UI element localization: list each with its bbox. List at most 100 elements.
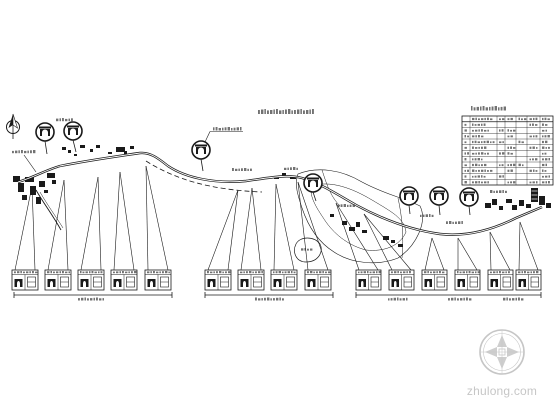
glyph-mark: [545, 158, 548, 161]
legend-cell-index: [464, 169, 469, 172]
glyph-mark: [502, 141, 504, 144]
glyph-mark: [68, 271, 70, 274]
glyph-mark: [313, 271, 315, 274]
glyph-mark: [475, 117, 477, 121]
portal-elevation-opening: [493, 281, 496, 287]
glyph-mark: [544, 117, 547, 121]
legend-cell-index: [464, 141, 467, 144]
tunnel-portal-icon: [35, 122, 55, 155]
glyph-mark: [494, 106, 497, 111]
portal-headwall: [195, 144, 207, 147]
glyph-mark: [18, 150, 20, 154]
legend-cell-remark: [542, 146, 550, 149]
leader-wedge-line: [335, 202, 379, 271]
glyph-mark: [499, 190, 502, 193]
glyph-mark: [455, 221, 457, 224]
chainage-label: [446, 221, 463, 224]
glyph-mark: [475, 147, 478, 149]
detail-box-caption: [358, 271, 381, 274]
glyph-mark: [475, 135, 477, 138]
glyph-mark: [102, 298, 104, 301]
portal-arch-opening: [466, 194, 472, 201]
glyph-mark: [545, 181, 547, 184]
glyph-mark: [100, 271, 103, 274]
glyph-mark: [536, 147, 538, 149]
glyph-mark: [284, 167, 287, 170]
glyph-mark: [312, 109, 314, 114]
leader-wedge-line: [145, 165, 169, 271]
building-block: [18, 183, 24, 192]
glyph-mark: [521, 271, 523, 274]
glyph-mark: [340, 204, 343, 207]
glyph-mark: [397, 297, 399, 301]
glyph-mark: [510, 181, 512, 184]
portal-arch-opening: [406, 193, 412, 200]
glyph-mark: [487, 129, 489, 132]
glyph-mark: [56, 271, 59, 274]
legend-cell-index: [464, 135, 469, 138]
glyph-mark: [474, 158, 477, 161]
glyph-mark: [515, 297, 517, 301]
legend-cell-unit: [499, 152, 505, 155]
glyph-mark: [452, 221, 454, 224]
building-block: [62, 147, 66, 150]
glyph-mark: [249, 271, 252, 274]
legend-cell-unit: [499, 129, 504, 132]
glyph-mark: [477, 175, 480, 178]
glyph-mark: [33, 150, 36, 154]
glyph-mark: [542, 123, 544, 126]
building-block: [130, 146, 134, 149]
glyph-mark: [225, 271, 227, 274]
glyph-mark: [457, 271, 459, 274]
glyph-mark: [481, 135, 484, 138]
glyph-mark: [293, 271, 296, 274]
glyph-mark: [477, 158, 480, 161]
glyph-mark: [542, 135, 544, 138]
glyph-mark: [402, 298, 405, 301]
glyph-mark: [472, 129, 474, 132]
legend-cell-value: [507, 181, 516, 184]
glyph-mark: [521, 141, 524, 144]
leader-wedge-line: [97, 176, 102, 271]
building-block: [506, 199, 512, 203]
glyph-mark: [510, 152, 513, 155]
glyph-mark: [287, 271, 290, 274]
glyph-mark: [545, 140, 548, 144]
glyph-mark: [542, 163, 545, 167]
portal-headwall: [67, 125, 79, 128]
portal-headwall: [403, 190, 415, 193]
detail-box-caption: [391, 271, 411, 274]
north-arrow-head-dark: [8, 114, 13, 128]
glyph-mark: [347, 204, 349, 207]
glyph-mark: [247, 168, 249, 171]
glyph-mark: [481, 152, 484, 155]
glyph-mark: [397, 271, 399, 274]
glyph-mark: [390, 298, 393, 301]
glyph-mark: [429, 214, 431, 217]
glyph-mark: [507, 152, 510, 155]
glyph-mark: [510, 117, 513, 121]
glyph-mark: [464, 169, 466, 172]
glyph-mark: [376, 271, 378, 274]
glyph-mark: [477, 271, 480, 274]
building-block: [519, 200, 524, 206]
glyph-mark: [485, 107, 488, 111]
building-block: [492, 199, 497, 205]
glyph-mark: [284, 271, 287, 274]
legend-cell-value: [529, 123, 538, 126]
building-block: [116, 147, 125, 152]
glyph-mark: [513, 129, 516, 132]
glyph-mark: [484, 152, 486, 155]
glyph-mark: [481, 181, 483, 184]
building-block: [512, 205, 517, 210]
glyph-mark: [352, 204, 355, 207]
building-block: [383, 236, 389, 240]
glyph-mark: [529, 123, 531, 126]
glyph-mark: [510, 146, 512, 149]
section-detail-box: [44, 269, 72, 291]
legend-cell-name: [472, 152, 489, 155]
glyph-mark: [524, 118, 527, 121]
chainage-label: [232, 168, 252, 171]
glyph-mark: [436, 271, 438, 274]
